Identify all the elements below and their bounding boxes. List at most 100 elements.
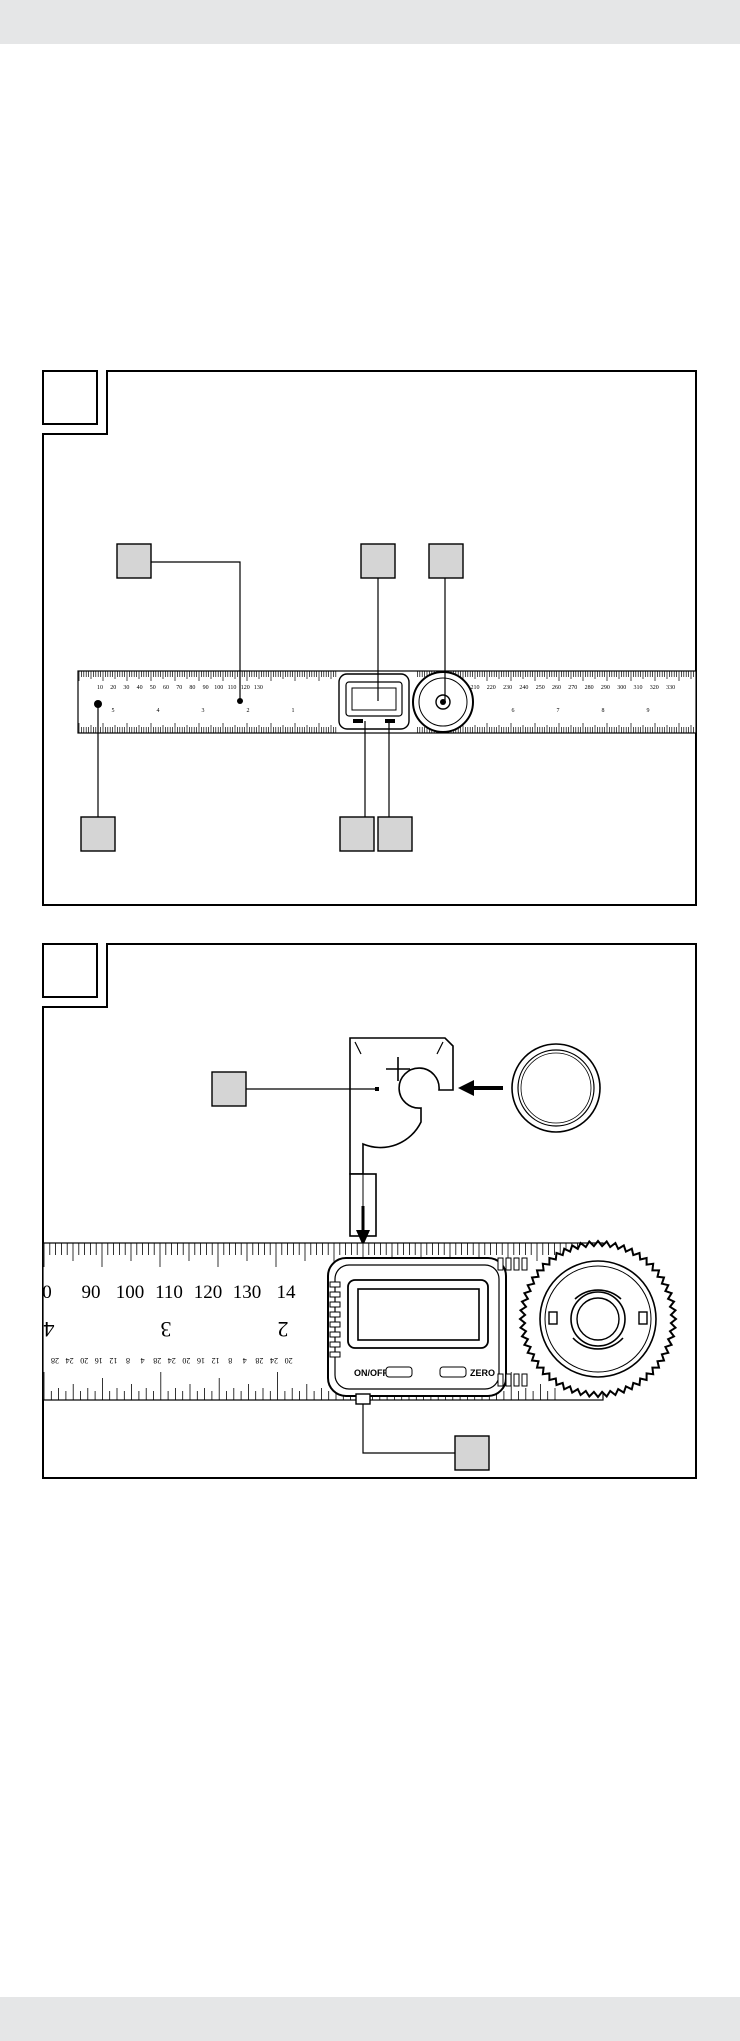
ruler-sixteenth-label: 8 bbox=[228, 1356, 232, 1365]
ruler-top-label: 320 bbox=[650, 685, 659, 691]
ruler-inch-labels: 4 3 2 bbox=[44, 1317, 289, 1342]
ruler-top-label: 330 bbox=[666, 685, 675, 691]
ruler-top-labels: 10 20 30 40 50 60 70 80 90 100 110 120 130 210 220 230 2… bbox=[97, 685, 675, 691]
leader-1 bbox=[151, 561, 241, 701]
ruler-bottom-label: 7 bbox=[557, 708, 560, 714]
figure-1-drawing: 10 20 30 40 50 60 70 80 90 100 110 120 130 210 220 230 2… bbox=[42, 370, 697, 906]
callout-box-6 bbox=[377, 816, 413, 852]
coin-cell-battery bbox=[511, 1043, 601, 1133]
ruler-top-label: 300 bbox=[617, 685, 626, 691]
ruler-top-label: 50 bbox=[150, 685, 156, 691]
ruler-top-label: 230 bbox=[503, 685, 512, 691]
zero-label: ZERO bbox=[470, 1368, 495, 1378]
ruler-inch-label: 4 bbox=[44, 1317, 55, 1342]
ruler-top-label: 240 bbox=[519, 685, 528, 691]
ruler-sixteenth-label: 24 bbox=[168, 1356, 176, 1365]
ruler-inch-label: 2 bbox=[278, 1317, 289, 1342]
callout-box-5 bbox=[339, 816, 375, 852]
callout-box-1 bbox=[116, 543, 152, 579]
callout-box-4 bbox=[80, 816, 116, 852]
on-off-button[interactable] bbox=[385, 1366, 413, 1378]
ruler-top-label: 130 bbox=[254, 685, 263, 691]
ruler-top-label: 110 bbox=[228, 685, 237, 691]
figure-number-box bbox=[42, 370, 98, 425]
ruler-top-label: 100 bbox=[214, 685, 223, 691]
leader-8 bbox=[362, 1404, 455, 1454]
figure-frame bbox=[42, 370, 697, 906]
ruler-top-label: 280 bbox=[585, 685, 594, 691]
callout-box-2 bbox=[360, 543, 396, 579]
ruler-top-label: 260 bbox=[552, 685, 561, 691]
ruler-top-label: 270 bbox=[568, 685, 577, 691]
ruler-sixteenth-label: 20 bbox=[80, 1356, 88, 1365]
ruler-top-label: 20 bbox=[110, 685, 116, 691]
callout-box-7 bbox=[211, 1071, 247, 1107]
ruler-sixteenth-label: 4 bbox=[141, 1356, 145, 1365]
ruler-top-label: 250 bbox=[536, 685, 545, 691]
ruler-bottom-labels: 1 2 3 4 5 6 7 8 9 bbox=[112, 708, 650, 714]
angle-ruler: 10 20 30 40 50 60 70 80 90 100 110 120 130 210 220 230 2… bbox=[77, 670, 697, 734]
ruler-bottom-label: 3 bbox=[202, 708, 205, 714]
callout-box-8 bbox=[454, 1435, 490, 1471]
ruler-bottom-label: 2 bbox=[247, 708, 250, 714]
ruler-bottom-label: 4 bbox=[157, 708, 160, 714]
ruler-sixteenth-label: 24 bbox=[66, 1356, 74, 1365]
top-header-band bbox=[0, 0, 740, 44]
figure-number-box bbox=[42, 943, 98, 998]
ruler-cm-label: 14 bbox=[277, 1282, 297, 1303]
on-off-label: ON/OFF bbox=[354, 1368, 388, 1378]
ruler-cm-label: 0 bbox=[42, 1282, 52, 1303]
side-ridges bbox=[497, 1257, 528, 1387]
ruler-top-label: 220 bbox=[487, 685, 496, 691]
ruler-sixteenth-label: 16 bbox=[95, 1356, 103, 1365]
ruler-top-label: 90 bbox=[203, 685, 209, 691]
ruler-cm-label: 110 bbox=[155, 1282, 183, 1303]
ruler-top-label: 310 bbox=[634, 685, 643, 691]
ruler-top-label: 70 bbox=[176, 685, 182, 691]
ruler-sixteenth-label: 28 bbox=[51, 1356, 59, 1365]
ruler-bottom-label: 1 bbox=[292, 708, 295, 714]
bottom-footer-band bbox=[0, 1997, 740, 2041]
battery-cover bbox=[349, 1037, 454, 1237]
ruler-sixteenth-label: 28 bbox=[255, 1356, 263, 1365]
ruler-top-label: 290 bbox=[601, 685, 610, 691]
ruler-top-label: 80 bbox=[189, 685, 195, 691]
knurled-dial bbox=[518, 1239, 678, 1399]
ruler-sixteenth-label: 12 bbox=[109, 1356, 117, 1365]
ruler-bottom-label: 9 bbox=[647, 708, 650, 714]
ruler-cm-label: 120 bbox=[194, 1282, 223, 1303]
ruler-top-label: 210 bbox=[471, 685, 480, 691]
ruler-top-label: 120 bbox=[241, 685, 250, 691]
ruler-top-label: 40 bbox=[137, 685, 143, 691]
ruler-sixteenth-label: 24 bbox=[270, 1356, 278, 1365]
ruler-sixteenth-label: 20 bbox=[182, 1356, 190, 1365]
ruler-sixteenth-label: 12 bbox=[212, 1356, 220, 1365]
grip-ridges bbox=[329, 1281, 341, 1358]
figure-1-overview: 10 20 30 40 50 60 70 80 90 100 110 120 130 210 220 230 2… bbox=[42, 370, 697, 906]
ruler-bottom-label: 5 bbox=[112, 708, 115, 714]
ruler-top-label: 10 bbox=[97, 685, 103, 691]
ruler-sixteenth-labels: 28 24 20 16 12 8 4 28 24 20 16 12 8 4 28 24 20 bbox=[51, 1356, 293, 1365]
ruler-cm-label: 90 bbox=[82, 1282, 101, 1303]
ruler-top-label: 30 bbox=[123, 685, 129, 691]
ruler-cm-labels: 0 90 100 110 120 130 14 bbox=[42, 1282, 296, 1303]
figure-frame bbox=[42, 943, 697, 1479]
ruler-bottom-ticks bbox=[78, 723, 694, 733]
lcd-screen bbox=[357, 1288, 480, 1341]
ruler-sixteenth-label: 20 bbox=[285, 1356, 293, 1365]
ruler-sixteenth-label: 28 bbox=[153, 1356, 161, 1365]
callout-box-3 bbox=[428, 543, 464, 579]
ruler-bottom-label: 6 bbox=[512, 708, 515, 714]
ruler-top-label: 60 bbox=[163, 685, 169, 691]
ruler-sixteenth-label: 16 bbox=[197, 1356, 205, 1365]
ruler-cm-label: 130 bbox=[233, 1282, 262, 1303]
ruler-bottom-label: 8 bbox=[602, 708, 605, 714]
zero-button[interactable] bbox=[439, 1366, 467, 1378]
ruler-cm-label: 100 bbox=[116, 1282, 145, 1303]
ruler-sixteenth-label: 8 bbox=[126, 1356, 130, 1365]
ruler-inch-label: 3 bbox=[161, 1317, 172, 1342]
ruler-sixteenth-label: 4 bbox=[243, 1356, 247, 1365]
